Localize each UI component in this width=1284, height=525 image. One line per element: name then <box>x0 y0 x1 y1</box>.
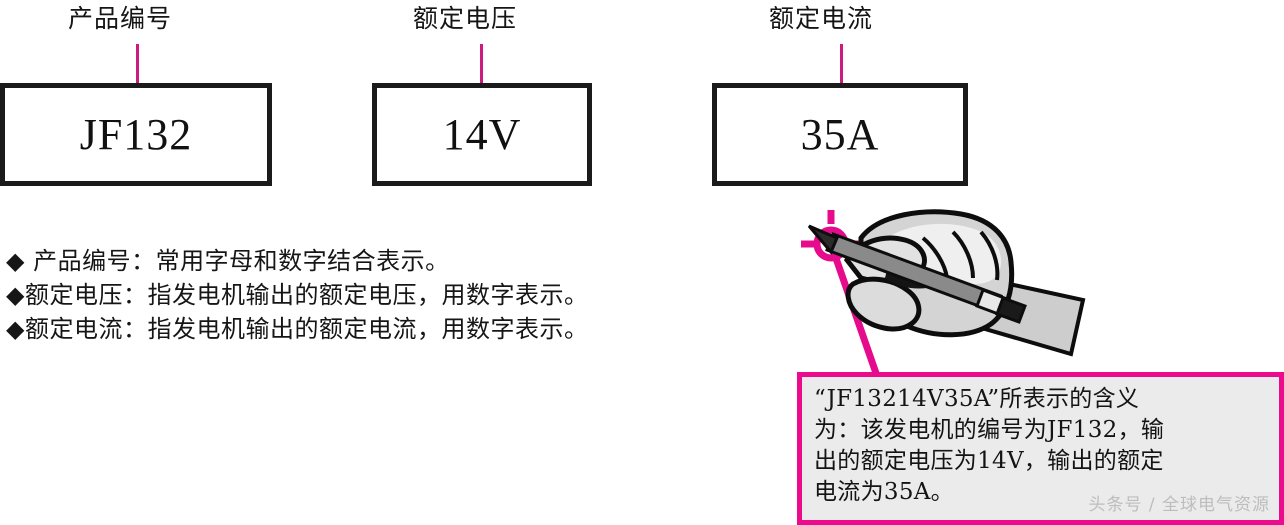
value-box-text-product-code: JF132 <box>79 109 193 159</box>
value-box-text-rated-current: 35A <box>800 109 880 159</box>
callout-line: 为：该发电机的编号为JF132，输 <box>814 417 1165 443</box>
callout-line: 电流为35A。 <box>814 479 954 505</box>
connector-stem-rated-current <box>840 44 843 86</box>
callout-box: “JF13214V35A”所表示的含义 为：该发电机的编号为JF132，输 出的… <box>797 372 1284 525</box>
list-item: ◆ 产品编号：常用字母和数字结合表示。 <box>6 247 450 275</box>
connector-stem-rated-voltage <box>480 44 483 86</box>
connector-stem-product-code <box>136 44 139 86</box>
callout-line: “JF13214V35A”所表示的含义 <box>814 386 1140 412</box>
watermark-label: 头条号 / 全球电气资源 <box>1088 495 1270 515</box>
list-item: ◆额定电压：指发电机输出的额定电压，用数字表示。 <box>6 281 589 309</box>
callout-text: “JF13214V35A”所表示的含义 为：该发电机的编号为JF132，输 出的… <box>802 377 1279 508</box>
callout-line: 出的额定电压为14V，输出的额定 <box>814 448 1164 474</box>
header-label-rated-voltage: 额定电压 <box>413 4 518 33</box>
header-label-rated-current: 额定电流 <box>769 4 874 33</box>
value-box-rated-current: 35A <box>712 83 968 186</box>
value-box-product-code: JF132 <box>0 83 272 186</box>
list-item: ◆额定电流：指发电机输出的额定电流，用数字表示。 <box>6 315 589 343</box>
value-box-text-rated-voltage: 14V <box>442 109 522 159</box>
bullet-list: ◆ 产品编号：常用字母和数字结合表示。 ◆额定电压：指发电机输出的额定电压，用数… <box>6 244 766 346</box>
header-label-product-code: 产品编号 <box>68 4 173 33</box>
pointer-leader-line-group <box>801 210 881 378</box>
leader-line <box>827 242 881 378</box>
value-box-rated-voltage: 14V <box>372 83 592 186</box>
